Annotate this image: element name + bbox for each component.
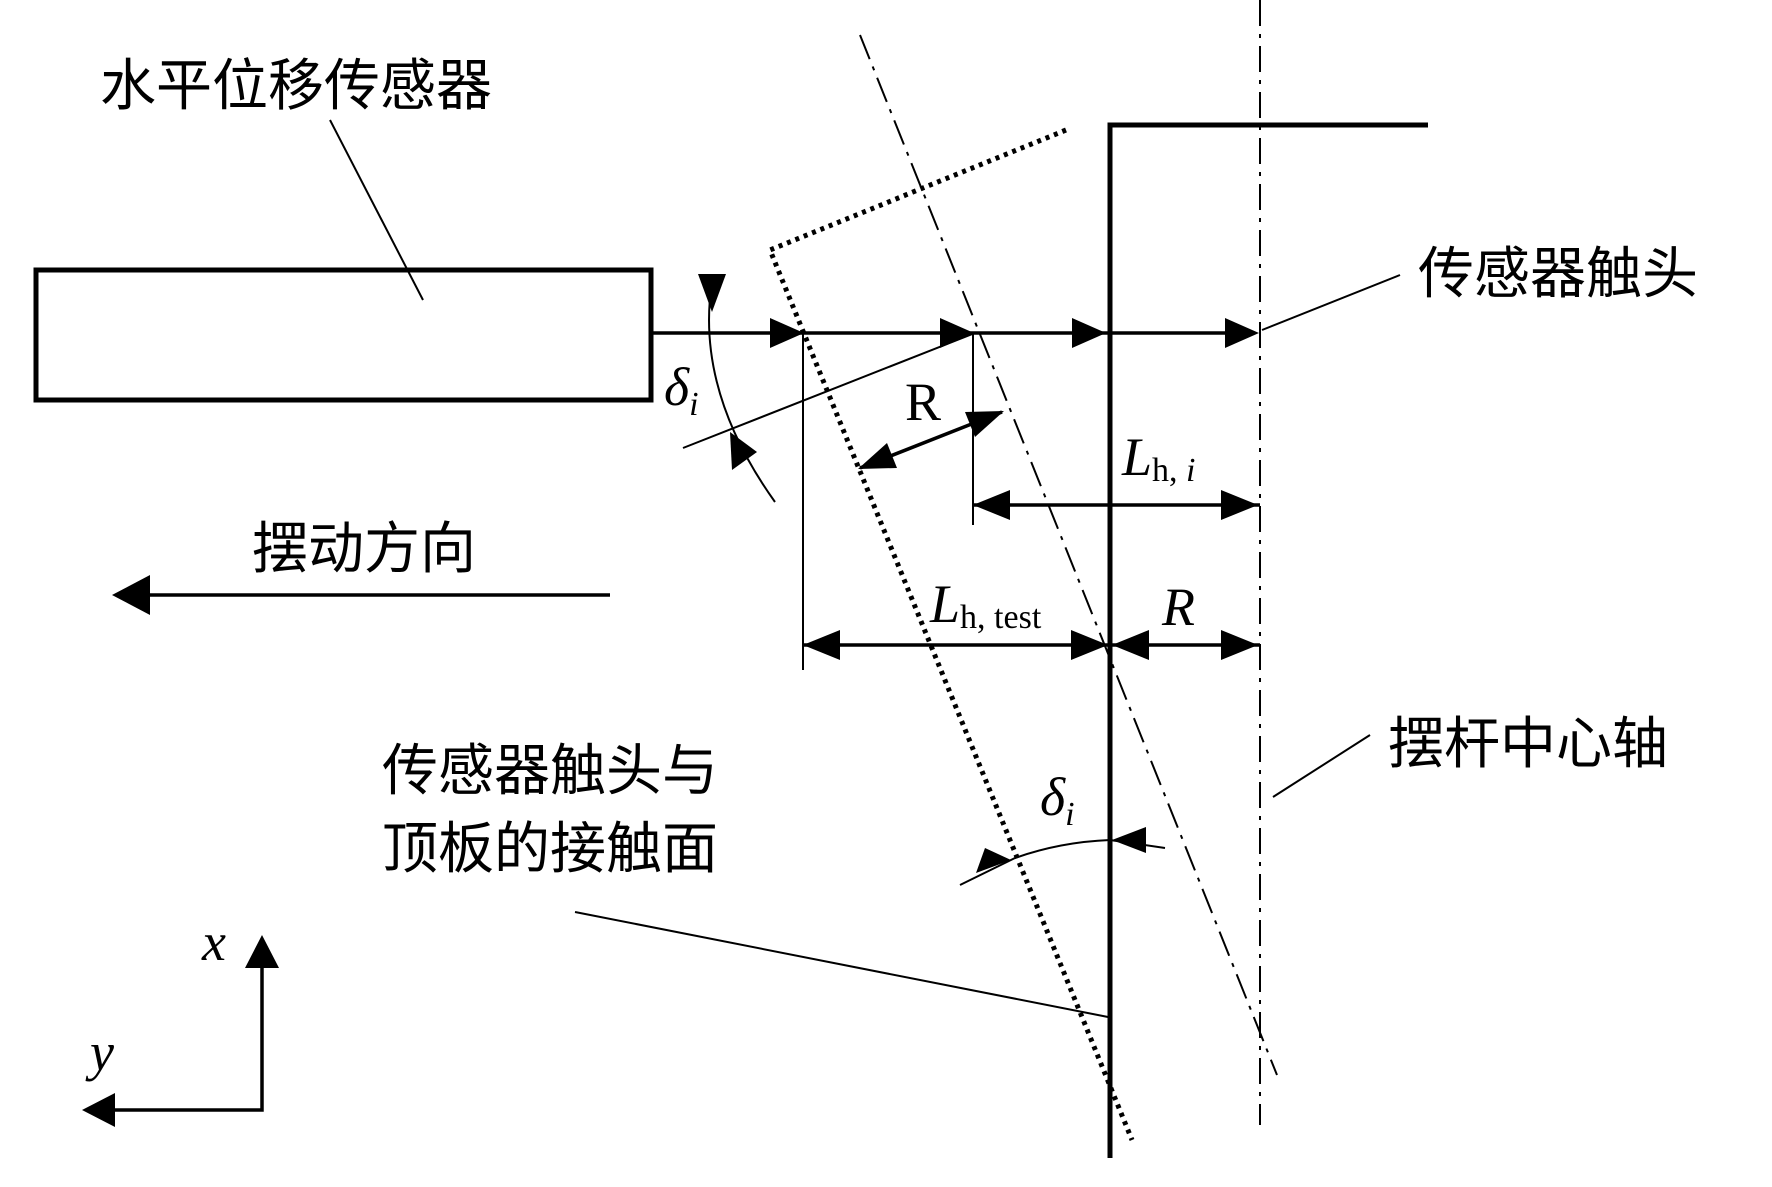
- tilted-center-axis-line: [859, 34, 1278, 1076]
- sensor-label: 水平位移传感器: [100, 54, 492, 119]
- center-axis-leader-line: [1272, 734, 1371, 798]
- delta-bottom-label: δi: [1040, 767, 1075, 833]
- axis-x-label: x: [201, 912, 226, 972]
- delta-bottom-arrow-left: [976, 848, 1011, 873]
- contact-surface-label-line2: 顶板的接触面: [382, 817, 718, 882]
- L-test-arrow-left: [803, 630, 840, 660]
- R-inclined-arrow-left: [858, 443, 897, 469]
- contact-surface-label-line1: 传感器触头与: [382, 739, 718, 804]
- L-test-label: Lh, test: [929, 574, 1042, 636]
- delta-bottom-tail-left: [959, 857, 1016, 886]
- sensor-tip-label: 传感器触头: [1418, 242, 1698, 307]
- R-inclined-label: R: [905, 372, 941, 432]
- L-test-arrow-right: [1071, 630, 1108, 660]
- R-bottom-label: R: [1161, 577, 1195, 637]
- R-bottom-arrow-left: [1112, 630, 1149, 660]
- axis-y-label: y: [85, 1022, 114, 1082]
- rod-arrowheads: [770, 318, 1259, 348]
- delta-arrow-bottom: [730, 432, 757, 470]
- delta-arrow-top: [698, 274, 726, 312]
- center-axis-label: 摆杆中心轴: [1388, 712, 1668, 777]
- contact-surface-leader-line: [574, 911, 1109, 1018]
- L-hi-arrow-left: [973, 490, 1010, 520]
- delta-angle-arc-top: [708, 281, 776, 503]
- delta-bottom-arrow-right: [1112, 827, 1146, 853]
- L-hi-label: Lh, i: [1121, 427, 1196, 489]
- sensor-body: [33, 267, 654, 403]
- delta-top-label: δi: [664, 357, 699, 423]
- sensor-leader-line: [329, 119, 424, 301]
- sensor-tip-leader-line: [1261, 274, 1401, 331]
- swing-direction-label: 摆动方向: [252, 517, 476, 582]
- swing-direction-arrowhead: [112, 575, 150, 615]
- R-bottom-arrow-right: [1221, 630, 1258, 660]
- R-inclined-line: [682, 332, 976, 449]
- coordinate-axes: [82, 935, 279, 1127]
- upright-top-plate: [1107, 122, 1428, 1158]
- L-hi-arrow-right: [1221, 490, 1258, 520]
- delta-angle-arc-bottom: [1014, 839, 1111, 859]
- R-inclined-arrow-right: [965, 411, 1004, 437]
